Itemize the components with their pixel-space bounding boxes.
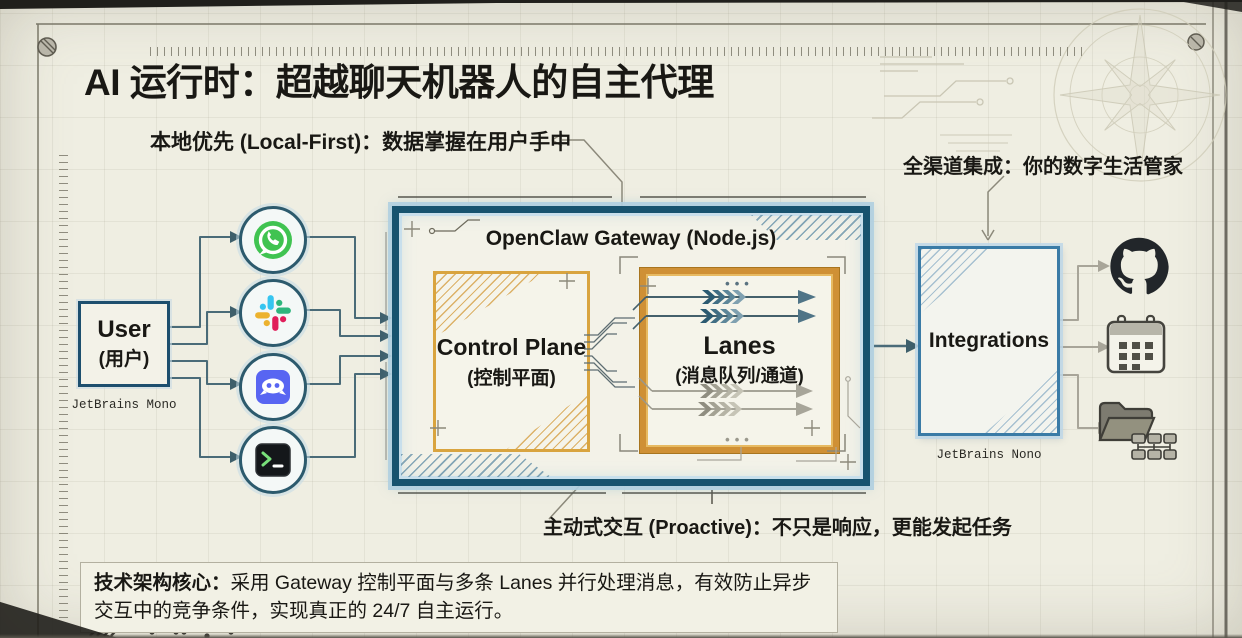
control-plane-box: Control Plane (控制平面) <box>433 271 590 452</box>
integrations-hatch-tl <box>921 249 993 313</box>
control-plane-subtitle: (控制平面) <box>467 367 556 389</box>
integrations-caption: JetBrains Nono <box>936 448 1042 462</box>
footer-note: 技术架构核心：采用 Gateway 控制平面与多条 Lanes 并行处理消息，有… <box>80 562 838 634</box>
control-plane-hatch <box>436 274 544 336</box>
user-node-title: User <box>97 316 151 344</box>
control-plane-title: Control Plane <box>436 333 587 360</box>
user-node-caption: JetBrains Mono <box>71 398 177 412</box>
slack-icon <box>239 279 307 347</box>
page-title: AI 运行时：超越聊天机器人的自主代理 <box>84 62 714 103</box>
gateway-hatch-bottom-left <box>401 454 551 477</box>
footer-note-lead: 技术架构核心： <box>94 572 231 594</box>
user-node: User (用户) <box>78 301 170 387</box>
left-ruler <box>59 150 68 618</box>
lanes-dots-top: ••• <box>725 276 754 291</box>
integrations-hatch-br <box>985 369 1057 433</box>
discord-icon <box>239 353 307 421</box>
annotation-local-first: 本地优先 (Local-First)：数据掌握在用户手中 <box>150 131 572 154</box>
lanes-subtitle: (消息队列/通道) <box>675 364 804 386</box>
gateway-title: OpenClaw Gateway (Node.js) <box>485 227 777 250</box>
annotation-proactive: 主动式交互 (Proactive)：不只是响应，更能发起任务 <box>543 517 1012 539</box>
annotation-omnichannel: 全渠道集成：你的数字生活管家 <box>903 156 1183 178</box>
terminal-icon <box>239 426 307 494</box>
lanes-title: Lanes <box>703 332 776 361</box>
lanes-box: ••• Lanes (消息队列/通道) ••• <box>640 268 839 453</box>
integrations-title: Integrations <box>928 329 1050 352</box>
whatsapp-icon <box>239 206 307 274</box>
lanes-dots-bottom: ••• <box>725 432 754 447</box>
page-edge-shadow-bottom <box>0 634 1242 638</box>
user-node-subtitle: (用户) <box>98 348 150 370</box>
integrations-box: Integrations <box>918 246 1060 436</box>
gateway-box: OpenClaw Gateway (Node.js) Control Plane… <box>392 206 870 486</box>
control-plane-hatch-2 <box>507 393 587 449</box>
